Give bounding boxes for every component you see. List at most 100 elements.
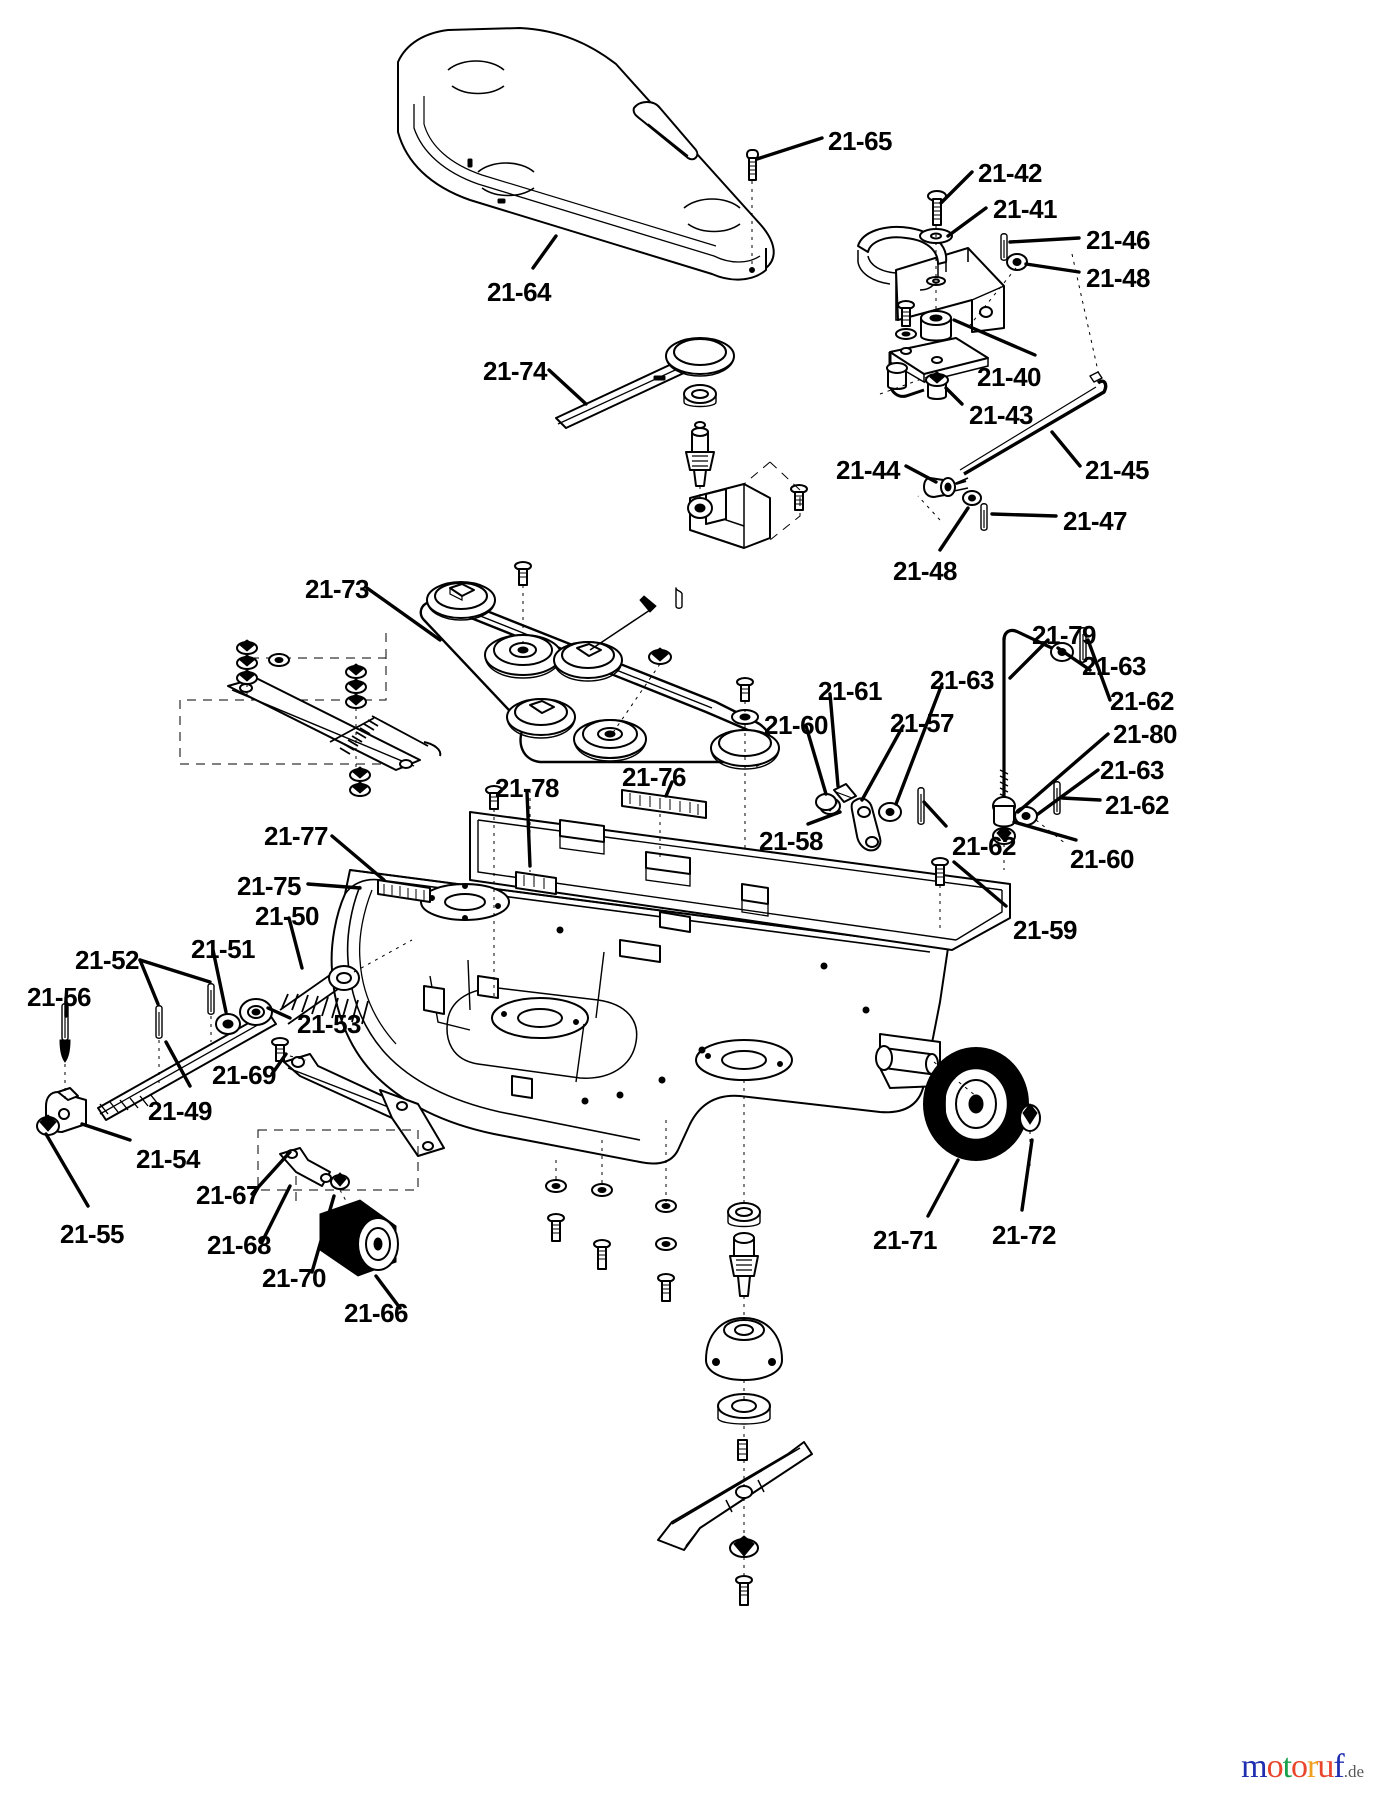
roller-assembly-group <box>257 1037 445 1277</box>
leader-21-76 <box>664 780 674 798</box>
callout-21-72: 21-72 <box>992 1220 1057 1250</box>
callout-21-67: 21-67 <box>196 1180 261 1210</box>
callout-21-62-mid: 21-62 <box>952 831 1017 861</box>
leader-21-77 <box>330 834 386 882</box>
callout-21-42: 21-42 <box>978 158 1043 188</box>
watermark-brand: motoruf <box>1241 1748 1345 1785</box>
callout-21-77: 21-77 <box>264 821 329 851</box>
callout-21-63-low: 21-63 <box>1100 755 1165 785</box>
callout-21-80: 21-80 <box>1113 719 1178 749</box>
callout-21-69: 21-69 <box>212 1060 277 1090</box>
leader-21-59 <box>952 860 1008 908</box>
leader-21-62 <box>1086 638 1112 702</box>
callout-21-52: 21-52 <box>75 945 140 975</box>
rod-end-21-44 <box>917 477 988 531</box>
leader-21-43 <box>944 386 964 406</box>
leader-21-79 <box>1008 638 1050 680</box>
leader-21-47 <box>990 512 1058 518</box>
callout-21-62-low: 21-62 <box>1105 790 1170 820</box>
leader-21-52b <box>138 958 212 984</box>
leader-21-63 <box>1056 646 1092 672</box>
leader-21-49 <box>164 1040 192 1088</box>
leader-21-69 <box>270 1052 288 1076</box>
callout-21-70: 21-70 <box>262 1263 327 1293</box>
callout-21-65: 21-65 <box>828 126 893 156</box>
leader-21-75 <box>306 882 362 890</box>
leader-21-50 <box>287 916 304 970</box>
washer-21-48 <box>1006 253 1028 271</box>
leader-21-70 <box>310 1194 336 1274</box>
callout-21-78: 21-78 <box>495 773 560 803</box>
callout-21-66: 21-66 <box>344 1298 409 1328</box>
leader-21-73 <box>365 586 442 642</box>
leader-21-60b <box>1012 820 1078 842</box>
right-linkage-group <box>815 627 1087 930</box>
callout-21-51: 21-51 <box>191 934 256 964</box>
callout-21-73: 21-73 <box>305 574 370 604</box>
leader-21-62b <box>1060 796 1102 802</box>
callout-21-47: 21-47 <box>1063 506 1128 536</box>
callout-21-63: 21-63 <box>1082 651 1147 681</box>
blade-bar-group <box>555 337 808 549</box>
leader-21-62c <box>922 800 948 828</box>
callout-21-71: 21-71 <box>873 1225 938 1255</box>
leader-21-78 <box>525 790 532 868</box>
cotter-21-46 <box>1000 233 1008 261</box>
callout-21-43: 21-43 <box>969 400 1034 430</box>
leader-21-60 <box>804 724 828 796</box>
watermark-logo: motoruf.de <box>1241 1748 1364 1786</box>
belt-cover-group <box>397 27 775 281</box>
leader-21-57 <box>860 724 905 802</box>
callout-21-46: 21-46 <box>1086 225 1151 255</box>
callout-21-74: 21-74 <box>483 356 548 386</box>
leader-21-55 <box>44 1132 90 1208</box>
callout-21-76: 21-76 <box>622 762 687 792</box>
leader-21-72 <box>1020 1138 1034 1212</box>
callout-21-58: 21-58 <box>759 826 824 856</box>
callout-21-45: 21-45 <box>1085 455 1150 485</box>
screw-21-65 <box>746 149 759 273</box>
deck-shell-group <box>330 785 1011 1165</box>
left-rod-assembly <box>227 639 442 797</box>
lift-rod-group <box>959 371 1108 476</box>
callout-21-44: 21-44 <box>836 455 901 485</box>
callout-21-61: 21-61 <box>818 676 883 706</box>
callout-21-64: 21-64 <box>487 277 552 307</box>
leader-21-71 <box>926 1158 960 1218</box>
callout-21-41: 21-41 <box>993 194 1058 224</box>
leader-21-52a <box>138 958 160 1006</box>
wheel-group <box>923 1047 1041 1168</box>
leader-21-58 <box>806 810 842 826</box>
leader-21-74 <box>547 368 588 406</box>
leader-21-40 <box>952 318 1037 357</box>
leader-21-44 <box>904 464 938 484</box>
callout-21-59: 21-59 <box>1013 915 1078 945</box>
leader-21-51 <box>211 948 228 1014</box>
leader-21-68 <box>260 1184 292 1244</box>
callout-21-60-low: 21-60 <box>1070 844 1135 874</box>
leader-21-48 <box>1024 262 1081 274</box>
leader-21-63c <box>1036 768 1100 816</box>
callout-21-62: 21-62 <box>1110 686 1175 716</box>
belt-pulley-group <box>419 561 780 1060</box>
leader-21-41 <box>946 206 988 238</box>
leader-21-54 <box>80 1122 132 1142</box>
handle-bracket-group <box>857 190 1005 400</box>
leader-21-80 <box>1016 732 1110 814</box>
leader-21-61 <box>828 692 840 788</box>
callout-21-68: 21-68 <box>207 1230 272 1260</box>
callout-21-48: 21-48 <box>1086 263 1151 293</box>
watermark-suffix: .de <box>1343 1762 1364 1781</box>
callout-21-48-lower: 21-48 <box>893 556 958 586</box>
leader-21-63b <box>894 682 944 806</box>
callout-21-63-mid: 21-63 <box>930 665 995 695</box>
callout-21-75: 21-75 <box>237 871 302 901</box>
leader-21-45 <box>1050 430 1082 468</box>
callout-21-54: 21-54 <box>136 1144 201 1174</box>
bottom-hardware-group <box>545 1080 813 1606</box>
callout-21-53: 21-53 <box>297 1009 362 1039</box>
leader-21-46 <box>1008 236 1081 244</box>
callout-21-57: 21-57 <box>890 708 955 738</box>
